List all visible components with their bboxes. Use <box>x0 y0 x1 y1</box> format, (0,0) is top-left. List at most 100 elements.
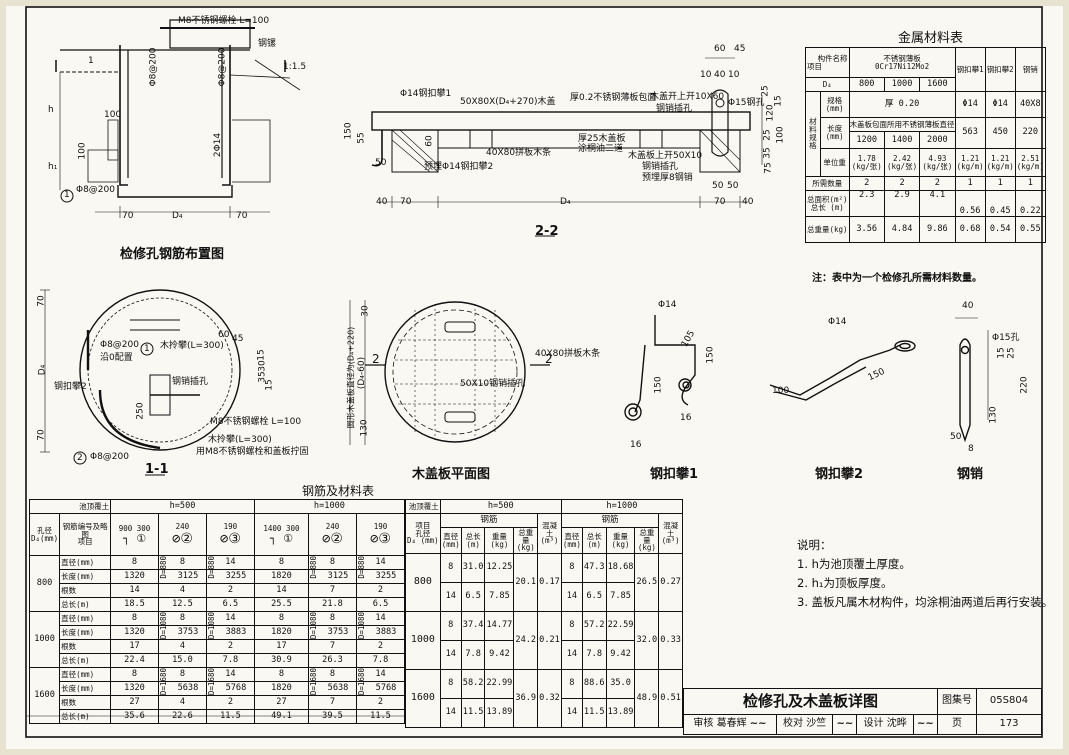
label: 预埋Φ14钢扣攀2 <box>424 162 494 172</box>
summary-cell: 6.5 <box>460 582 486 612</box>
label: 150 <box>653 376 664 394</box>
page-label: 页 <box>937 714 977 735</box>
rebar-cell: 26.3 <box>308 653 357 668</box>
summary-concrete: 0.27 <box>658 553 683 612</box>
label: Φ15钢孔 <box>728 98 765 108</box>
summary-cell: 7.85 <box>605 582 636 612</box>
summary-cell: 14 <box>560 640 583 670</box>
row-label: 总长(m) <box>59 709 112 724</box>
summary-concrete: 0.17 <box>537 553 562 612</box>
rebar-cell: 14 <box>253 583 310 598</box>
diameter-label: D=880 <box>309 556 318 579</box>
area-value: 4.1 <box>919 190 956 217</box>
length-note: 木盖板包面所用不锈钢薄板直径 <box>849 118 955 132</box>
spec-value: Φ14 <box>954 91 986 118</box>
cover-header: 池顶覆土 <box>28 499 112 514</box>
summary-cell: 8 <box>439 669 462 699</box>
diameter-label: D=1080 <box>158 612 168 640</box>
qty-value: 1 <box>954 176 986 191</box>
label: M8不锈钢螺栓 L=100 <box>178 16 270 26</box>
metal-table-note: 注：表中为一个检修孔所需材料数量。 <box>812 273 982 284</box>
rebar-cell: 7.8 <box>355 653 406 668</box>
diameter-label: D=880 <box>356 556 366 579</box>
note-item: 1. h为池顶覆土厚度。 <box>797 557 911 571</box>
label: 沿0配置 <box>100 353 133 363</box>
rebar-cell-value: 5638 <box>327 682 349 693</box>
summary-cell: 8 <box>560 553 583 583</box>
dia-col: 直径(mm) <box>439 527 462 554</box>
total-len-col: 总长(m) <box>581 527 607 554</box>
total-weight-col: 总重量(kg) <box>634 527 660 554</box>
spec-value: 厚 0.20 <box>848 91 956 118</box>
label: 100 <box>77 142 88 160</box>
row-label: 总长(m) <box>59 597 112 612</box>
total-weight-value: 0.55 <box>1014 216 1046 243</box>
label: 25 <box>1006 347 1017 359</box>
label: 250 <box>135 402 146 420</box>
summary-total-weight: 36.9 <box>513 669 539 728</box>
summary-cell: 6.5 <box>581 582 607 612</box>
label: 130 <box>988 406 999 424</box>
qty-value: 2 <box>848 176 885 191</box>
label: 120 <box>765 104 776 122</box>
metal-material-table: 构件名称 项目 不锈钢薄板 0Cr17Ni12Mo2 钢扣攀1 钢扣攀2 钢销 … <box>805 47 1046 243</box>
summary-cell: 14.77 <box>484 611 515 641</box>
summary-cell: 7.85 <box>484 582 515 612</box>
rebar-cell: 2 <box>205 639 255 654</box>
summary-cell: 14 <box>560 698 583 728</box>
label: 50X10钢销插孔 <box>460 379 526 389</box>
weight-col: 重量(kg) <box>484 527 515 554</box>
rebar-cell: 12.5 <box>157 597 207 612</box>
unit-weight-value: 1.78 (kg/张) <box>848 148 885 177</box>
rebar-layout-title: 检修孔钢筋布置图 <box>120 247 225 262</box>
concrete-header: 混凝土 <box>541 520 557 538</box>
diameter: 1000 <box>883 77 921 92</box>
summary-concrete: 0.33 <box>658 611 683 670</box>
label: 木盖开上开10X60 <box>650 92 725 102</box>
rebar-cell: 1320 <box>110 569 159 584</box>
label: 16 <box>630 440 642 450</box>
label: 70 <box>236 211 248 221</box>
rebar-cell-value: 5768 <box>375 682 397 693</box>
spec-value: 40X8 <box>1014 91 1046 118</box>
total-length-value: 0.22 <box>1014 190 1046 217</box>
label: 木拎攀(L=300) <box>160 341 224 351</box>
hook2-drawing <box>769 340 916 401</box>
diameter: 800 <box>848 77 885 92</box>
summary-cell: 35.0 <box>605 669 636 699</box>
rebar-cell: 7 <box>308 695 357 710</box>
label: 用M8不锈钢螺栓和盖板拧固 <box>196 447 309 457</box>
spec-label: 规格(mm) <box>819 91 850 118</box>
rebar-cell: 22.4 <box>110 653 159 668</box>
designer-name: 沈晔 <box>886 718 907 730</box>
row-label: 直径(mm) <box>59 555 112 570</box>
summary-total-weight: 32.0 <box>634 611 660 670</box>
diameter-label: D=880 <box>158 556 168 579</box>
rebar-layout-drawing <box>55 19 301 218</box>
label: 15 <box>773 95 784 107</box>
label: 50 <box>375 158 387 168</box>
summary-cell: 18.68 <box>605 553 636 583</box>
row-label: 长度(mm) <box>59 681 112 696</box>
label: Φ14 <box>658 300 677 310</box>
diameter: 1600 <box>919 77 956 92</box>
label: 1:1.5 <box>283 62 307 72</box>
hole-diameter: 800 <box>405 553 441 612</box>
label: 55 <box>356 132 367 144</box>
summary-cell: 9.42 <box>605 640 636 670</box>
label: M8不锈钢螺栓 L=100 <box>210 417 302 427</box>
label: D₄ <box>172 211 183 221</box>
rebar-cell: 8 <box>110 667 159 682</box>
rebar-cell: 18.5 <box>110 597 159 612</box>
lid-plan-title: 木盖板平面图 <box>412 467 491 482</box>
label: Φ8@200 <box>100 340 139 350</box>
